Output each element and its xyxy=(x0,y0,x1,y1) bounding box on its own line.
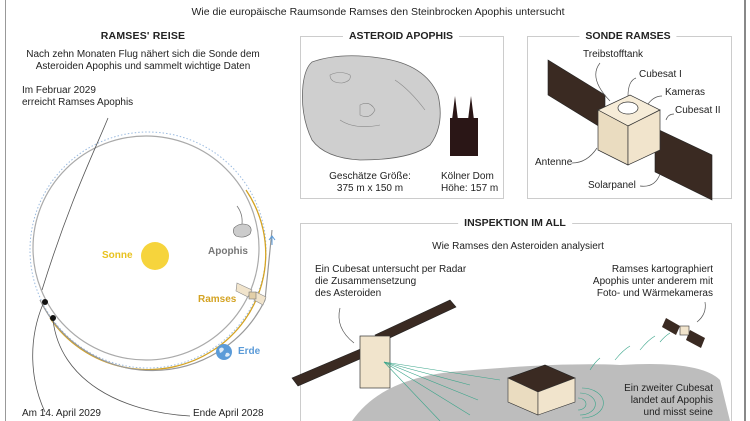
label-cubesat-1: Cubesat I xyxy=(639,69,682,80)
inspection-title: INSPEKTION IM ALL xyxy=(458,217,572,229)
feb-pointer xyxy=(41,117,109,291)
journey-intro-2: Asteroiden Apophis und sammelt wichtige … xyxy=(35,61,251,72)
mapping-text-1: Ramses kartographiert xyxy=(611,264,713,275)
apophis-orbit xyxy=(32,135,260,361)
frame-right xyxy=(744,0,746,421)
radar-text-3: des Asteroiden xyxy=(315,288,382,299)
april2029-pointer xyxy=(32,303,46,413)
label-cubesat-2: Cubesat II xyxy=(675,105,721,116)
direction-arrow-icon xyxy=(268,235,276,245)
label-fuel-tank: Treibstofftank xyxy=(583,49,644,60)
earth-label: Erde xyxy=(238,346,261,357)
probe-title: SONDE RAMSES xyxy=(579,30,677,42)
feb-label-1: Im Februar 2029 xyxy=(22,85,96,96)
earth-icon xyxy=(216,344,232,360)
april2028-pointer xyxy=(52,319,191,417)
april2029-label: Am 14. April 2029 xyxy=(22,408,101,419)
apophis-label: Apophis xyxy=(208,246,248,257)
journey-title: RAMSES' REISE xyxy=(100,30,186,42)
apophis-pointer xyxy=(236,205,243,225)
asteroid-title: ASTEROID APOPHIS xyxy=(342,30,460,42)
position-dot-2028 xyxy=(50,315,56,321)
lander-text-2: landet auf Apophis xyxy=(630,395,713,406)
mapping-text-3: Foto- und Wärmekameras xyxy=(596,288,713,299)
ramses-label: Ramses xyxy=(198,294,237,305)
mapping-text-2: Apophis unter anderem mit xyxy=(592,276,713,287)
inspection-subtitle: Wie Ramses den Asteroiden analysiert xyxy=(432,241,604,252)
position-dot-2029 xyxy=(42,299,48,305)
label-antenna: Antenne xyxy=(535,157,573,168)
dom-label: Kölner Dom xyxy=(441,171,494,182)
frame-left xyxy=(5,0,6,421)
ramses-icon xyxy=(235,282,267,306)
subtitle: Wie die europäische Raumsonde Ramses den… xyxy=(191,6,565,18)
size-label: Geschätze Größe: xyxy=(329,171,411,182)
feb-label-2: erreicht Ramses Apophis xyxy=(22,97,134,108)
label-solar-panel: Solarpanel xyxy=(588,180,636,191)
sun-icon xyxy=(141,242,169,270)
journey-intro-1: Nach zehn Monaten Flug nähert sich die S… xyxy=(26,49,260,60)
apophis-icon xyxy=(233,223,252,238)
dom-height: Höhe: 157 m xyxy=(441,183,499,194)
april2028-label: Ende April 2028 xyxy=(193,408,264,419)
sun-label: Sonne xyxy=(102,250,133,261)
lander-text-3: und misst seine xyxy=(643,407,713,418)
radar-text-1: Ein Cubesat untersucht per Radar xyxy=(315,264,467,275)
ramses-trajectory xyxy=(49,189,267,371)
size-value: 375 m x 150 m xyxy=(336,183,404,194)
label-cameras: Kameras xyxy=(665,87,706,98)
orbit-diagram xyxy=(29,117,276,417)
radar-text-2: die Zusammensetzung xyxy=(315,276,417,287)
apophis-path xyxy=(39,229,273,372)
lander-text-1: Ein zweiter Cubesat xyxy=(624,383,713,394)
